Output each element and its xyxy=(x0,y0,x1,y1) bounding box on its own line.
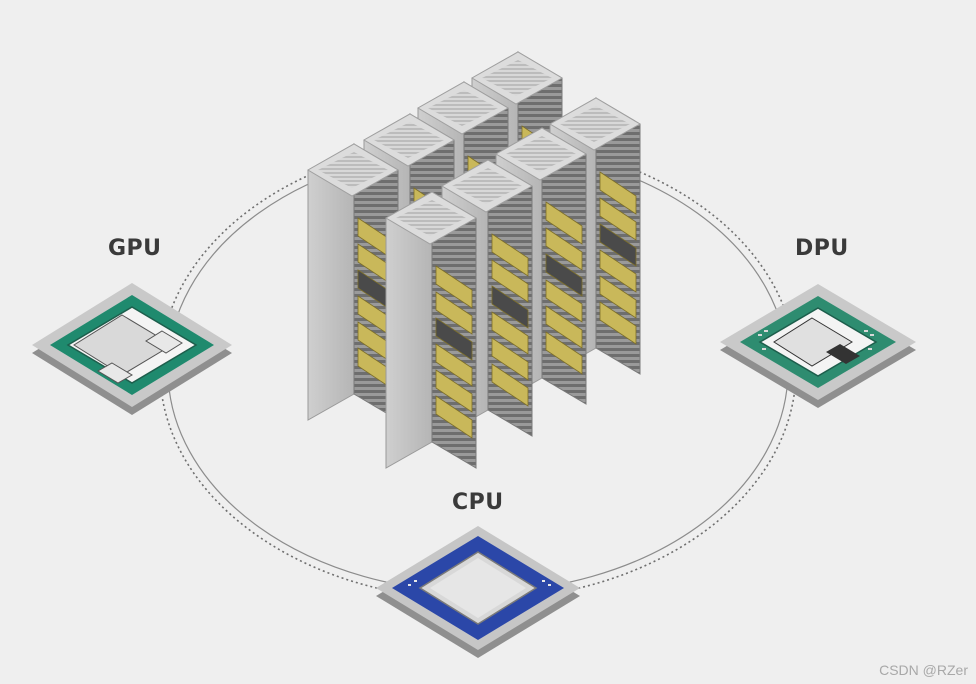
cpu-label: CPU xyxy=(452,490,504,515)
server-rack-front-1 xyxy=(385,191,477,469)
server-rack-cluster-icon xyxy=(307,51,641,469)
gpu-chip-icon xyxy=(32,283,232,415)
watermark: CSDN @RZer xyxy=(879,662,968,678)
server-rack-back-1 xyxy=(307,143,399,421)
dpu-label: DPU xyxy=(795,236,849,261)
dpu-chip-icon xyxy=(720,284,916,408)
gpu-label: GPU xyxy=(108,236,162,261)
cpu-chip-icon xyxy=(376,526,580,658)
